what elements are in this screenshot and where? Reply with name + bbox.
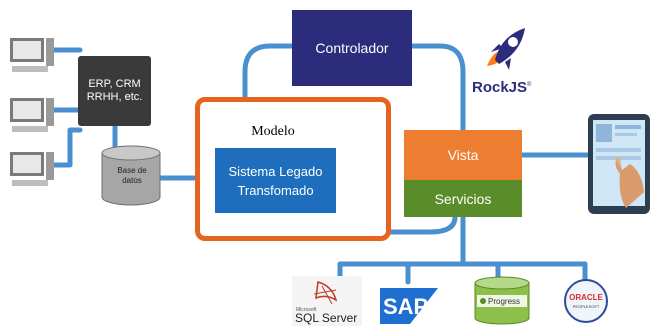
desktop-computer-icon xyxy=(10,38,54,72)
rockjs-wordmark: RockJS® xyxy=(472,79,540,96)
legacy-line2: Transfomado xyxy=(237,182,314,198)
sql-line2: SQL Server xyxy=(295,311,357,325)
progress-logo: Progress xyxy=(474,276,530,325)
sql-server-logo: Microsoft SQL Server xyxy=(292,276,362,326)
controller-box: Controlador xyxy=(292,10,412,86)
sap-logo: SAP xyxy=(380,288,438,324)
oracle-line2: PEOPLESOFT xyxy=(573,304,600,309)
desktop-computer-icon xyxy=(10,98,54,132)
rocket-icon xyxy=(487,28,525,70)
erp-line1: ERP, CRM xyxy=(88,78,141,90)
tablet-touch-icon xyxy=(588,114,650,214)
progress-label: Progress xyxy=(488,297,520,306)
rockjs-mark: ® xyxy=(527,82,532,88)
erp-line2: RRHH, etc. xyxy=(86,91,143,103)
view-box: Vista xyxy=(404,130,522,180)
sap-label: SAP xyxy=(383,294,428,319)
database-label-line1: Base de xyxy=(117,166,147,175)
rockjs-label: RockJS xyxy=(472,79,528,96)
services-label: Servicios xyxy=(434,190,492,207)
desktop-computer-icon xyxy=(10,152,54,186)
database-label: Base de datos xyxy=(103,166,161,186)
controller-label: Controlador xyxy=(315,40,389,56)
sql-line1: Microsoft xyxy=(296,307,317,313)
oracle-line1: ORACLE xyxy=(569,293,603,302)
database-icon xyxy=(101,145,161,206)
model-title: Modelo xyxy=(251,124,295,139)
database-label-line2: datos xyxy=(122,176,142,185)
legacy-line1: Sistema Legado xyxy=(228,163,323,179)
services-box: Servicios xyxy=(404,180,522,217)
oracle-logo: ORACLE PEOPLESOFT xyxy=(564,279,608,323)
erp-crm-box: ERP, CRM RRHH, etc. xyxy=(78,56,151,126)
view-label: Vista xyxy=(447,147,479,163)
legacy-system-box: Sistema Legado Transfomado xyxy=(215,148,336,213)
